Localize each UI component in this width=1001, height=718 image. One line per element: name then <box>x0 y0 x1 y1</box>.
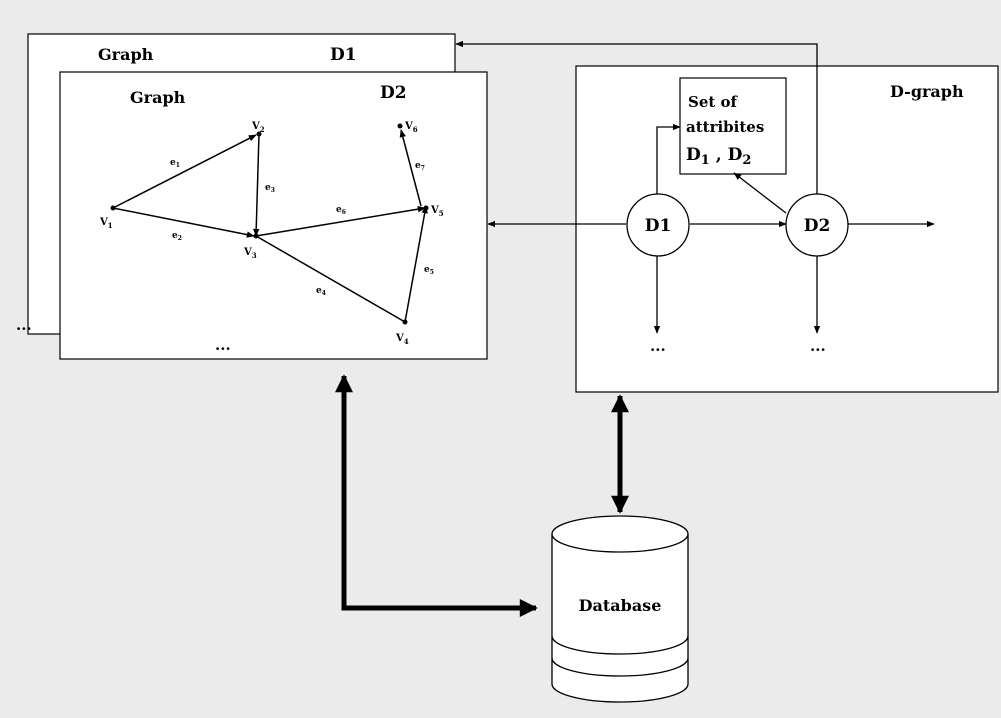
edge-e3-label: e3 <box>265 183 275 194</box>
d1-to-attributes-arrow <box>656 123 681 195</box>
attributes-line2: attribites <box>686 118 764 136</box>
graph-edges <box>112 129 428 323</box>
vertex-v3-label: V3 <box>243 247 257 260</box>
graph-vertices <box>110 123 429 325</box>
edge-e1-label: e1 <box>170 158 180 169</box>
database-cylinder: Database <box>551 515 689 703</box>
edge-e6 <box>255 206 426 237</box>
edge-e2 <box>112 207 255 238</box>
d2-to-attributes-arrow <box>733 172 787 214</box>
vertex-v1-label: V1 <box>99 217 113 230</box>
edge-e1 <box>112 134 257 209</box>
vertex-v5-label: V5 <box>430 205 444 218</box>
graph-database-link <box>335 374 538 617</box>
graph-stack-ellipsis: ... <box>16 316 32 334</box>
node-d1: D1 <box>626 193 690 257</box>
vertex-v4-label: V4 <box>395 333 409 346</box>
attributes-line1: Set of <box>688 93 739 111</box>
attributes-line3: D1 , D2 <box>686 145 751 168</box>
dgraph-title: D-graph <box>890 82 964 101</box>
node-d1-label: D1 <box>645 216 672 236</box>
graph-bottom-ellipsis: ... <box>215 336 231 354</box>
dgraph-panel: D-graph Set of attribites D1 , D2 D1 D2 <box>455 40 999 393</box>
vertex-v3-dot <box>253 233 259 239</box>
edge-e4-label: e4 <box>316 286 326 297</box>
vertex-v5-dot <box>423 205 429 211</box>
node-d2-label: D2 <box>804 216 831 236</box>
edge-e4 <box>255 235 406 323</box>
vertex-v2-dot <box>256 131 262 137</box>
node-d2: D2 <box>785 193 849 257</box>
vertex-v2-label: V2 <box>251 121 265 134</box>
d2-ellipsis: ... <box>810 337 826 355</box>
vertex-v6-label: V6 <box>404 121 418 134</box>
graph-d1-title: Graph <box>98 45 154 64</box>
d2-to-graph-d1-arrow <box>455 40 818 194</box>
edge-e6-label: e6 <box>336 205 346 216</box>
attributes-box: Set of attribites D1 , D2 <box>679 77 787 175</box>
vertex-v6-dot <box>397 123 403 129</box>
edge-e2-label: e2 <box>172 231 182 242</box>
graph-d2-title: Graph <box>130 88 186 107</box>
vertex-v1-dot <box>110 205 116 211</box>
d1-ellipsis: ... <box>650 337 666 355</box>
graph-panel-d2: Graph D2 ... ... V1 V2 V3 V4 <box>16 71 488 360</box>
edge-e3 <box>253 133 260 237</box>
database-label: Database <box>579 596 662 615</box>
edge-e5 <box>404 205 428 323</box>
graph-d1-label: D1 <box>330 45 357 65</box>
vertex-v4-dot <box>402 319 408 325</box>
edge-e5-label: e5 <box>424 265 434 276</box>
edge-e7 <box>399 129 422 207</box>
database-links <box>335 374 629 617</box>
dgraph-connectors <box>455 40 935 334</box>
graph-d2-label: D2 <box>380 83 407 103</box>
edge-e7-label: e7 <box>415 161 425 172</box>
